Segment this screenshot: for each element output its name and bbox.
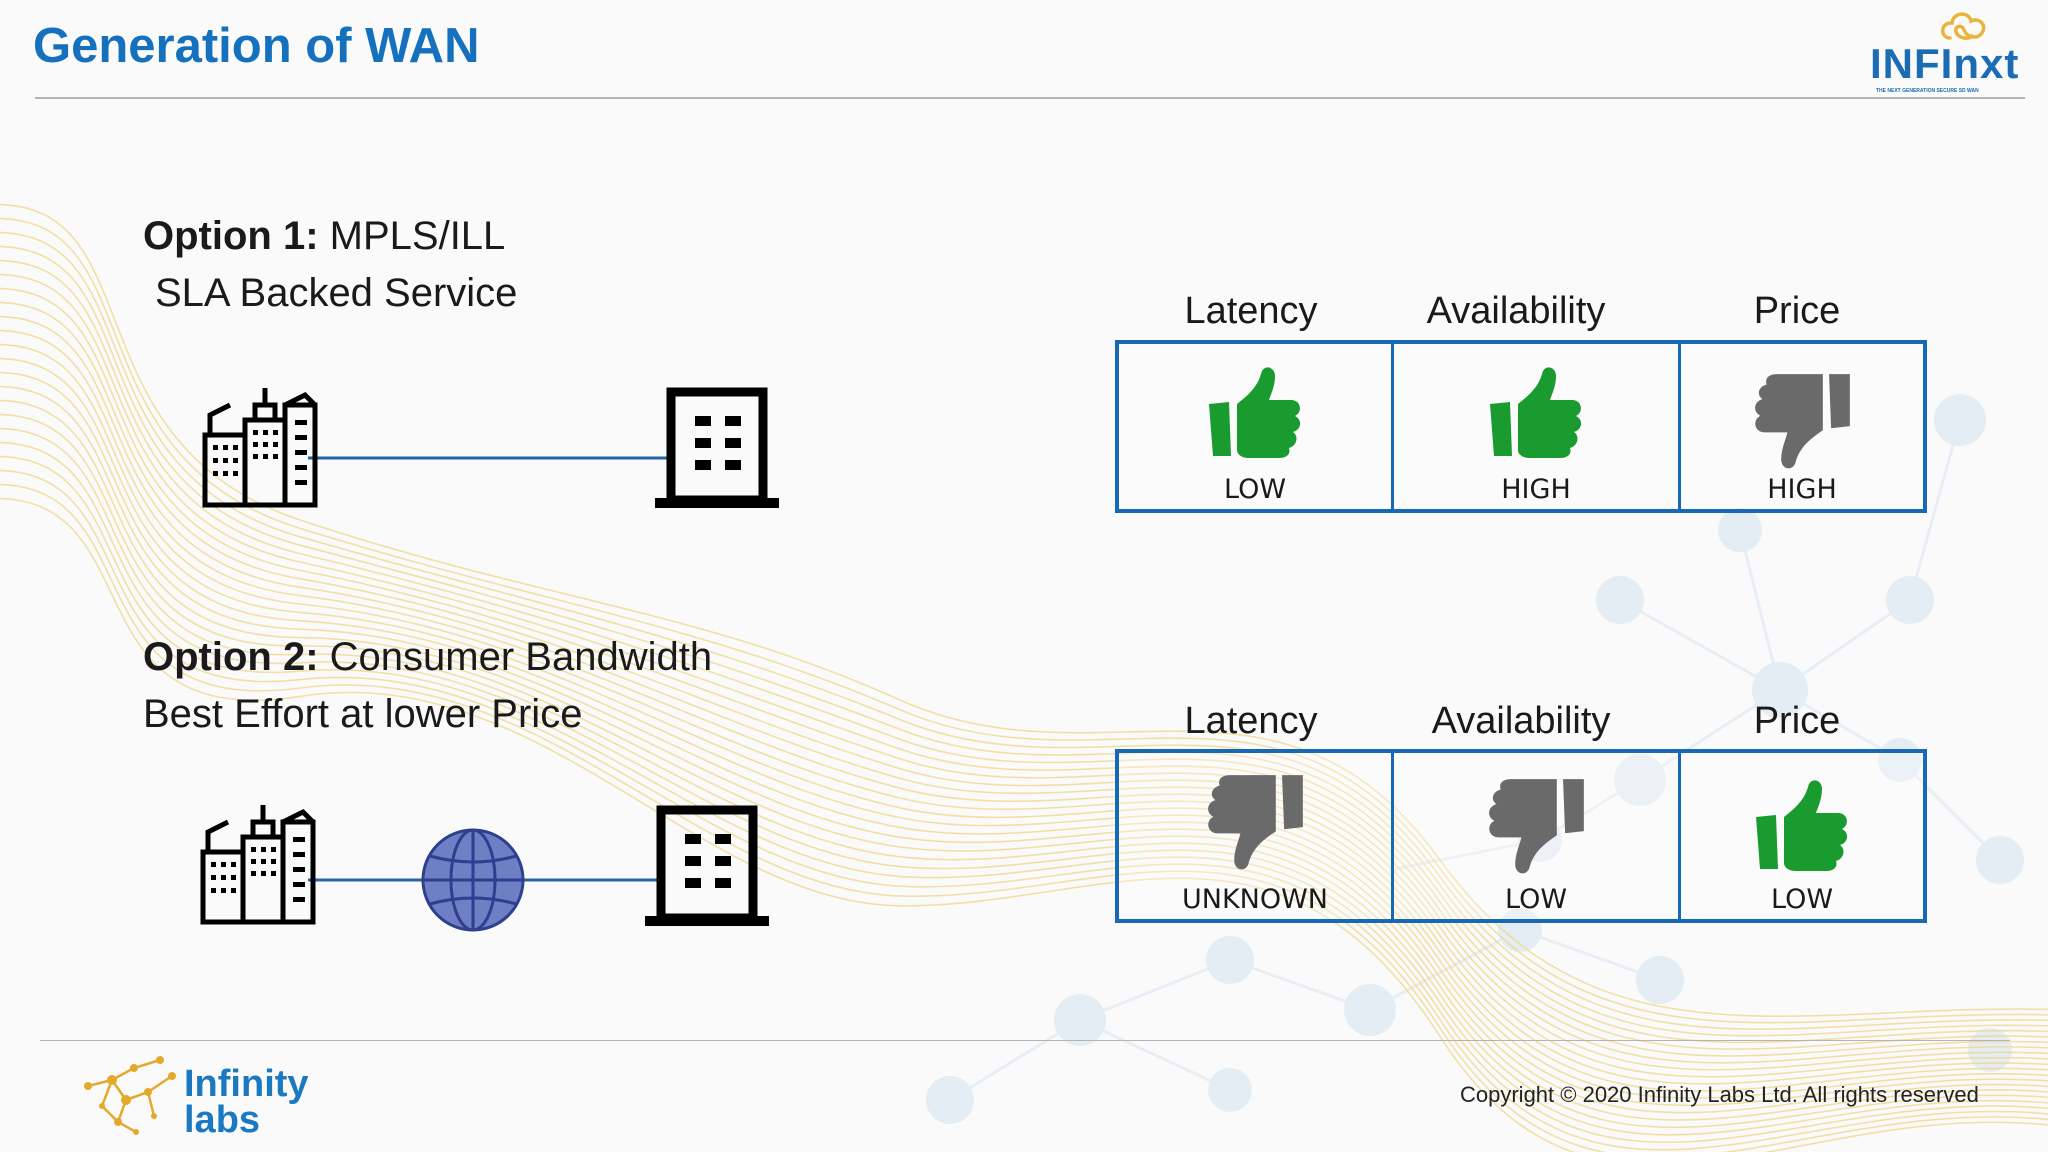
page-title: Generation of WAN [33, 19, 480, 73]
wave-line [0, 231, 2048, 1030]
wave-line [0, 455, 2048, 1144]
option2-label: Option 2: [143, 635, 319, 679]
globe-icon [421, 828, 525, 932]
option1-header-latency: Latency [1184, 290, 1318, 332]
wave-line [0, 483, 2048, 1152]
thumbs-down-icon [1750, 370, 1854, 474]
wave-line [0, 287, 2048, 1057]
option2-value-availability: LOW [1504, 884, 1568, 915]
wave-line [0, 203, 2048, 1018]
option1-value-price: HIGH [1767, 474, 1837, 505]
wave-line [0, 385, 2048, 1107]
thumbs-down-icon [1484, 775, 1588, 879]
wave-line [0, 497, 2048, 1152]
thumbs-down-icon [1203, 771, 1307, 875]
wave-line [0, 245, 2048, 1037]
option1-cell-latency: LOW [1119, 344, 1391, 509]
option2-cell-availability: LOW [1391, 753, 1678, 919]
option2-value-price: LOW [1770, 884, 1834, 915]
option1-cell-price: HIGH [1678, 344, 1923, 509]
infinity-cloud-icon [1941, 12, 1986, 40]
wave-line [0, 413, 2048, 1121]
footer-brand-line1: Infinity [184, 1063, 309, 1105]
option1-heading: Option 1: MPLS/ILL [143, 214, 505, 259]
option1-value-availability: HIGH [1501, 474, 1571, 505]
option2-network-diagram [200, 805, 769, 932]
option1-subtitle: SLA Backed Service [155, 271, 518, 315]
option2-value-latency: UNKNOWN [1181, 884, 1328, 915]
option1-cell-availability: HIGH [1391, 344, 1678, 509]
wave-line [0, 329, 2048, 1078]
option2-cell-latency: UNKNOWN [1119, 753, 1391, 919]
option1-name: MPLS/ILL [329, 214, 506, 258]
wave-line [0, 273, 2048, 1050]
office-building-icon [655, 387, 779, 508]
footer-brand-line2: labs [184, 1099, 261, 1141]
thumbs-up-icon [1750, 773, 1854, 873]
office-building-icon [645, 805, 769, 926]
wave-line [0, 399, 2048, 1114]
wave-line [0, 357, 2048, 1092]
option1-metrics-box: LOW HIGH HIGH [1115, 340, 1927, 513]
footer-divider [40, 1040, 2010, 1041]
option1-label: Option 1: [143, 214, 319, 258]
wave-line [0, 427, 2048, 1129]
wave-line [0, 301, 2048, 1064]
brand-logo: INFInxt THE NEXT GENERATION SECURE SD WA… [1870, 8, 2020, 94]
wave-line [0, 469, 2048, 1151]
option2-header-price: Price [1753, 700, 1841, 742]
option1-network-diagram [202, 387, 779, 508]
option2-name: Consumer Bandwidth [329, 635, 713, 679]
city-buildings-icon [202, 388, 318, 508]
logo-wordmark: INFInxt [1870, 40, 2020, 87]
wave-line [0, 343, 2048, 1085]
wave-line [0, 441, 2048, 1136]
option2-header-latency: Latency [1184, 700, 1318, 742]
thumbs-up-icon [1203, 360, 1307, 460]
option2-header-availability: Availability [1431, 700, 1611, 742]
header-divider [35, 97, 2025, 99]
option1-value-latency: LOW [1223, 474, 1287, 505]
option2-subtitle: Best Effort at lower Price [143, 692, 583, 736]
option1-header-availability: Availability [1426, 290, 1606, 332]
option1-header-price: Price [1753, 290, 1841, 332]
wave-line [0, 217, 2048, 1024]
copyright-text: Copyright © 2020 Infinity Labs Ltd. All … [1460, 1082, 1979, 1107]
city-buildings-icon [200, 805, 316, 925]
logo-tagline: THE NEXT GENERATION SECURE SD WAN [1876, 88, 1979, 94]
wave-line [0, 315, 2048, 1071]
wave-line [0, 371, 2048, 1099]
option2-heading: Option 2: Consumer Bandwidth [143, 635, 712, 680]
wave-line [0, 259, 2048, 1044]
option2-cell-price: LOW [1678, 753, 1923, 919]
footer-brand: Infinity labs [184, 1063, 309, 1141]
thumbs-up-icon [1484, 360, 1588, 460]
option2-metrics-box: UNKNOWN LOW LOW [1115, 749, 1927, 923]
infinity-labs-network-logo-icon [84, 1056, 176, 1135]
